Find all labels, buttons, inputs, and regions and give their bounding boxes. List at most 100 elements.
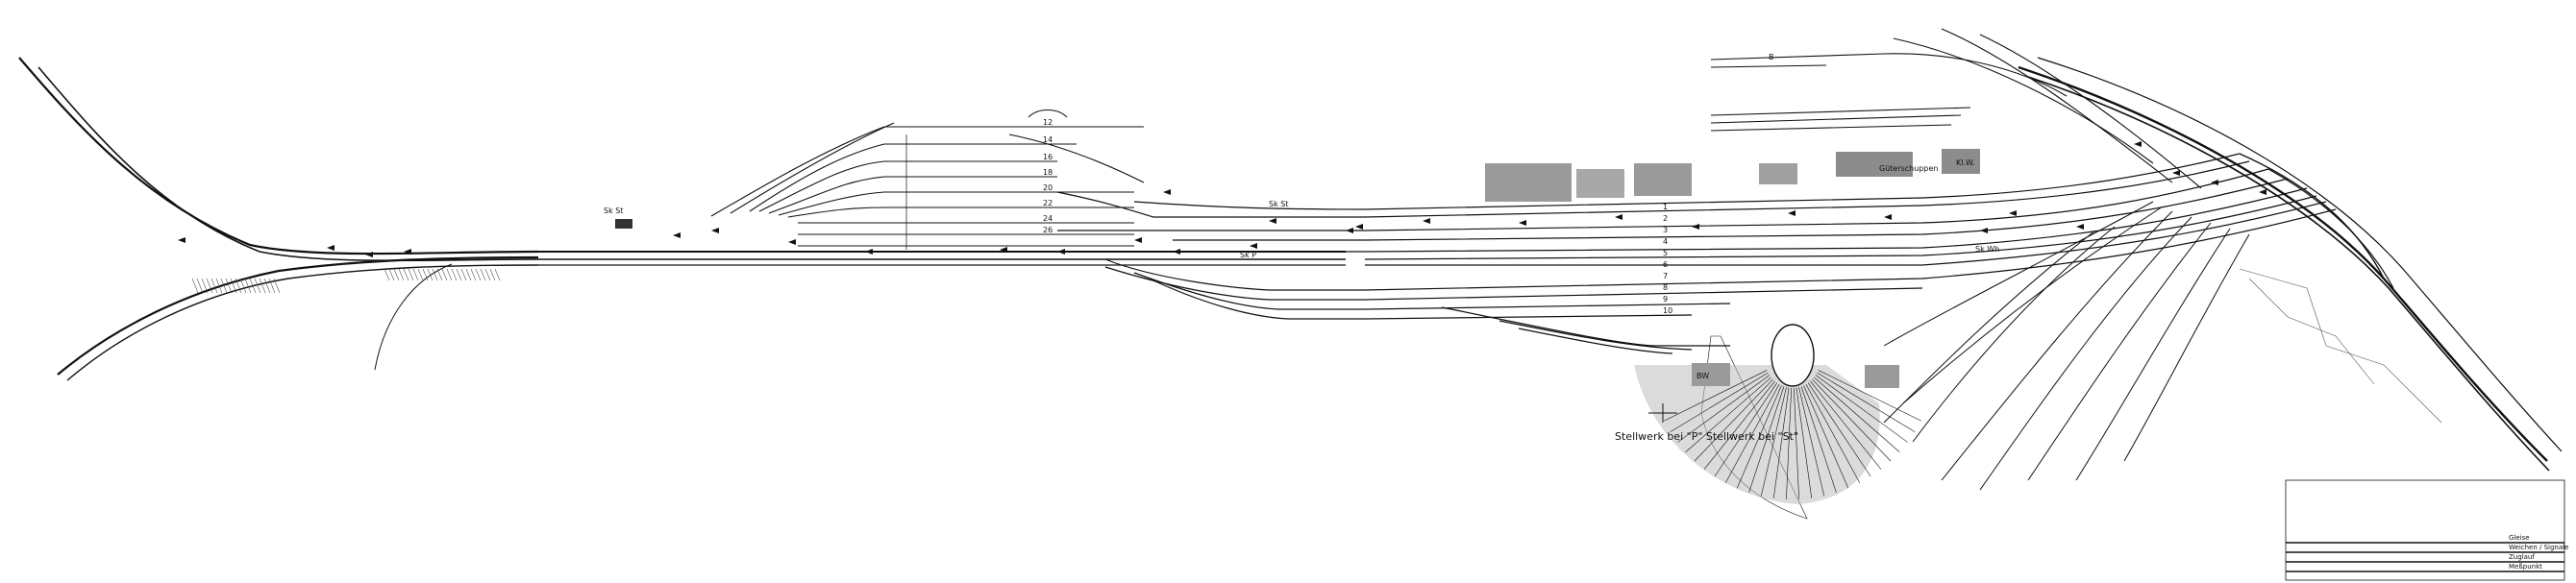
turntable-ray	[1670, 372, 1769, 432]
workshop-label: Kl.W.	[1956, 158, 1975, 167]
track-number-label: 5	[1663, 249, 1668, 257]
turntable-ray	[1714, 382, 1778, 477]
buildings	[615, 149, 1980, 388]
switch-marker	[673, 232, 681, 238]
track-number-label: 20	[1043, 183, 1053, 192]
station-code-3: Sk Wh	[1975, 245, 1999, 254]
switch-marker	[2009, 210, 2017, 216]
turntable-ray	[1810, 380, 1882, 470]
turntable-ray	[1818, 370, 1921, 422]
switch-marker	[327, 245, 334, 251]
switch-marker	[1980, 228, 1988, 233]
main-line	[18, 57, 1346, 381]
right-main-line	[2018, 57, 2563, 472]
turntable-ray	[1694, 378, 1773, 462]
switch-marker	[1250, 243, 1257, 249]
switch-marker	[1692, 224, 1699, 230]
switch-marker	[1173, 249, 1180, 255]
turntable-ray	[1814, 377, 1900, 452]
turntable-ray	[1703, 380, 1775, 470]
signal-markers	[178, 141, 2266, 257]
track-number-label: 24	[1043, 214, 1053, 223]
turntable-ray	[1664, 370, 1768, 422]
bw-label: BW	[1697, 372, 1709, 380]
station-code-2: Sk P	[1240, 251, 1256, 259]
switch-marker	[1884, 214, 1892, 220]
embankments	[191, 268, 2442, 424]
upper-branch-lines	[1710, 28, 2202, 189]
track-number-label: 12	[1043, 118, 1053, 127]
switch-marker	[2134, 141, 2142, 147]
turntable-ray	[1748, 386, 1785, 494]
turntable-ray	[1796, 387, 1813, 498]
track-number-label: 18	[1043, 168, 1053, 177]
legend-row-1: Gleise	[2509, 534, 2530, 542]
east-fan-tracks	[1883, 201, 2250, 491]
turntable-ray	[1794, 387, 1799, 499]
switch-marker	[1788, 210, 1796, 216]
switch-marker	[1000, 247, 1007, 253]
track-number-label: 8	[1663, 283, 1668, 292]
track-number-label: 26	[1043, 226, 1053, 234]
turntable-ray	[1803, 385, 1849, 489]
switch-marker	[1134, 237, 1142, 243]
turntable-ray	[1772, 387, 1790, 498]
turntable-roundhouse	[1634, 324, 1921, 520]
switch-marker	[2259, 189, 2266, 195]
central-yard	[1056, 191, 1366, 320]
station-code-1: Sk St	[604, 206, 623, 215]
track-number-label: 16	[1043, 153, 1053, 161]
legend-row-4: Meßpunkt	[2509, 563, 2542, 571]
turntable-ray	[1736, 385, 1782, 489]
track-number-label: 14	[1043, 135, 1053, 144]
track-number-label: 22	[1043, 199, 1053, 207]
track-number-label: 1	[1663, 203, 1668, 211]
turntable-ray	[1786, 387, 1792, 499]
switch-marker	[2076, 224, 2084, 230]
upper-line-label: B	[1769, 53, 1774, 61]
turntable-ray	[1805, 383, 1861, 483]
turntable-ray	[1685, 377, 1771, 452]
upper-yard-fan	[710, 109, 1145, 250]
switch-marker	[1057, 249, 1065, 255]
signal-box-caption: Stellwerk bei "P" Stellwerk bei "St"	[1615, 430, 1798, 443]
switch-marker	[1519, 220, 1526, 226]
compass-cross	[1648, 403, 1677, 423]
switch-marker	[1269, 218, 1276, 224]
track-number-label: 9	[1663, 295, 1668, 304]
switch-marker	[711, 228, 719, 233]
station-code-4: Sk St	[1269, 200, 1288, 208]
goods-shed-label: Güterschuppen	[1879, 164, 1938, 173]
track-number-label: 4	[1663, 237, 1668, 246]
switch-marker	[365, 252, 373, 257]
track-number-label: 7	[1663, 272, 1668, 280]
switch-marker	[865, 249, 873, 255]
turntable-ray	[1760, 387, 1787, 497]
switch-marker	[788, 239, 796, 245]
switch-marker	[1423, 218, 1430, 224]
turntable-ray	[1807, 382, 1871, 477]
legend: Gleise Weichen / Signale Zuglauf Meßpunk…	[2285, 479, 2568, 581]
switch-marker	[2211, 180, 2218, 185]
switch-marker	[404, 249, 411, 255]
track-number-label: 3	[1663, 226, 1668, 234]
legend-row-2: Weichen / Signale	[2509, 544, 2568, 551]
turntable-ray	[1800, 386, 1837, 494]
track-number-label: 6	[1663, 260, 1668, 269]
turntable-ray	[1815, 375, 1908, 443]
switch-marker	[1615, 214, 1622, 220]
turntable-ray	[1812, 378, 1892, 462]
turntable-ray	[1817, 372, 1916, 432]
turntable-ray	[1677, 375, 1771, 443]
switch-marker	[1346, 228, 1353, 233]
track-number-label: 2	[1663, 214, 1668, 223]
track-number-label: 10	[1663, 306, 1672, 315]
turntable-ray	[1724, 383, 1780, 483]
switch-marker	[2172, 170, 2180, 176]
switch-marker	[1355, 224, 1363, 230]
switch-marker	[1163, 189, 1171, 195]
switch-marker	[178, 237, 186, 243]
legend-row-3: Zuglauf	[2509, 553, 2535, 561]
